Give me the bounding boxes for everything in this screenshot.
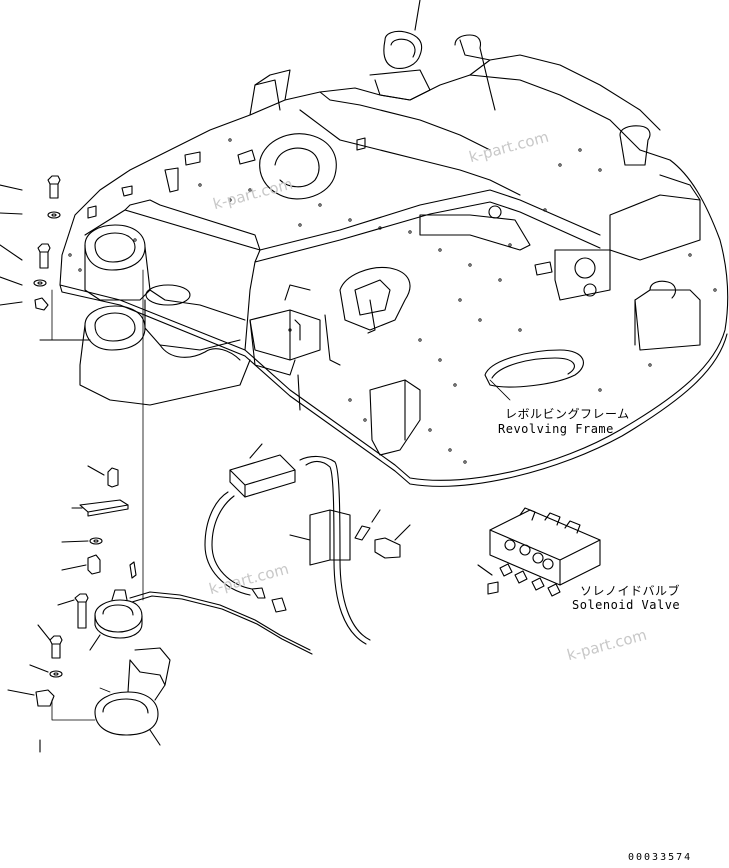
drawing-code: 00033574: [628, 852, 693, 863]
solenoid-valve-label-en: Solenoid Valve: [572, 598, 681, 612]
wiring-harness-drawing: [204, 443, 411, 645]
revolving-frame-label-jp: レボルビングフレーム: [505, 407, 630, 421]
solenoid-valve-label-jp: ソレノイドバルブ: [580, 584, 681, 598]
solenoid-valve-drawing: [477, 507, 601, 597]
revolving-frame-label-en: Revolving Frame: [498, 422, 614, 436]
fasteners-upper-left: [0, 175, 91, 341]
revolving-frame-drawing: [59, 0, 729, 487]
sensor-assembly-drawing: [7, 465, 313, 753]
leader-line: [489, 379, 511, 401]
